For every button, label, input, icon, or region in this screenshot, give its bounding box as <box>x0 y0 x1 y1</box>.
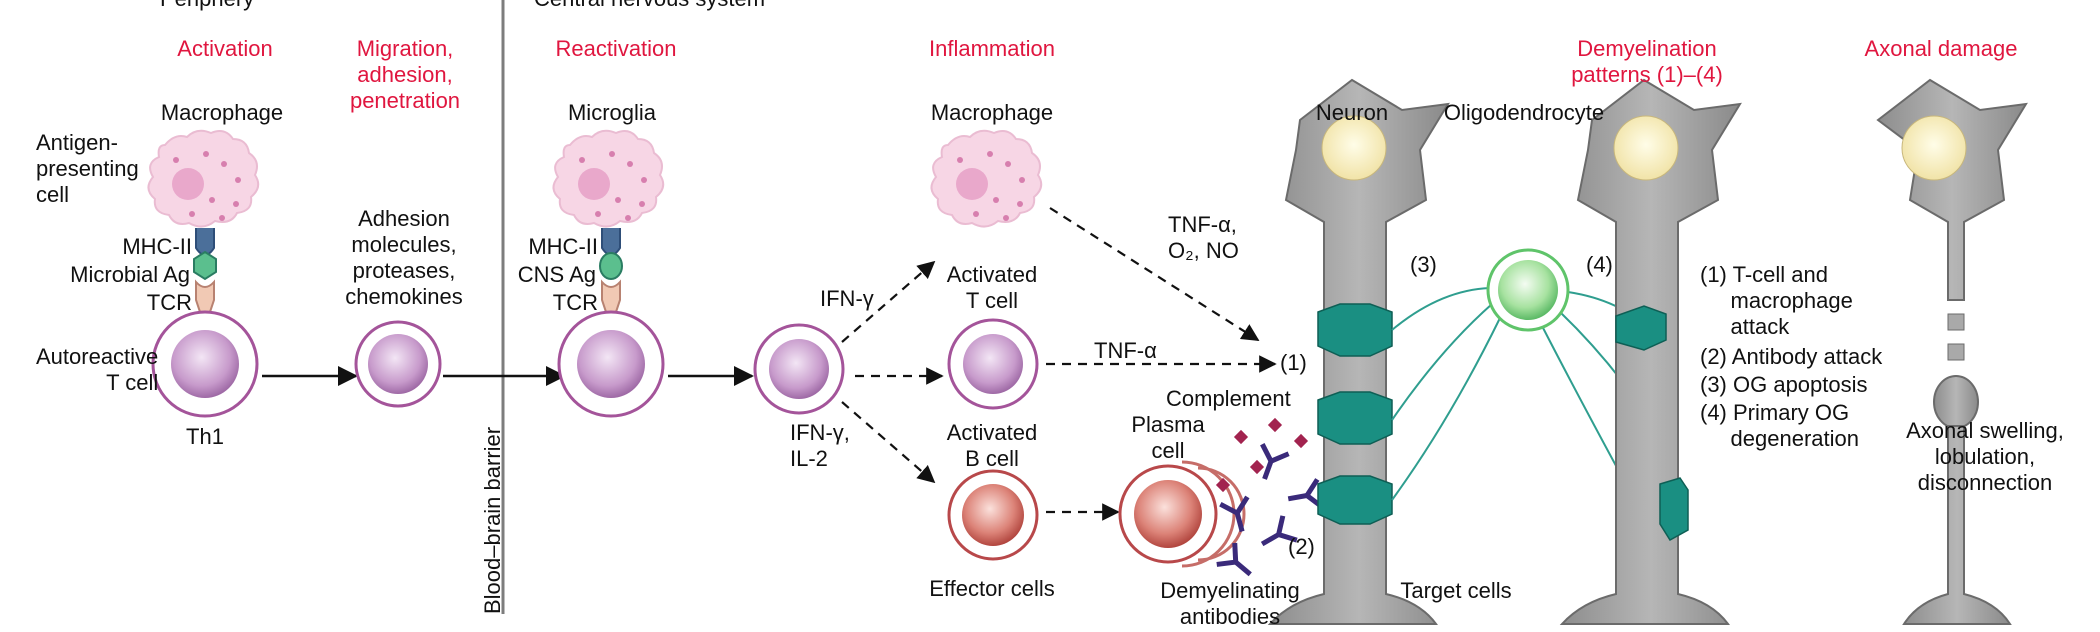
label-autoreactive: Autoreactive T cell <box>36 344 159 395</box>
label-mhc-right: MHC-II <box>528 234 598 259</box>
label-oligodendrocyte: Oligodendrocyte <box>1443 100 1605 125</box>
t-cell-nucleus <box>171 330 239 398</box>
label-apc: Antigen- presenting cell <box>36 130 139 207</box>
label-adhesion: Adhesion molecules, proteases, chemokine… <box>345 206 463 309</box>
tcr-right <box>601 279 621 313</box>
neuron-3 <box>1876 78 2028 625</box>
label-mark-3: (3) <box>1410 252 1437 277</box>
stage-axonal-damage: Axonal damage <box>1864 36 2018 61</box>
label-th1: Th1 <box>186 424 224 449</box>
region-cns: Central nervous system <box>534 0 765 12</box>
microbial-antigen-hex <box>193 250 217 281</box>
label-mhc-left: MHC-II <box>122 234 192 259</box>
macrophage-mid-shape <box>930 129 1043 228</box>
legend-item-4: (4) Primary OG degeneration <box>1700 400 1860 451</box>
complement-molecules <box>1215 417 1309 493</box>
label-mark-1: (1) <box>1280 350 1307 375</box>
tcr-left <box>195 279 215 313</box>
neuron-2 <box>1559 78 1742 625</box>
legend-item-1: (1) T-cell and macrophage attack <box>1700 262 1853 339</box>
label-ifn-il2: IFN-γ, IL-2 <box>790 420 850 471</box>
label-tnf-o2-no: TNF-α, O₂, NO <box>1168 212 1239 263</box>
activated-b-nucleus <box>962 484 1024 546</box>
label-tnf-a: TNF-α <box>1094 338 1157 363</box>
oligodendrocyte-nucleus <box>1498 260 1558 320</box>
label-macrophage-left: Macrophage <box>160 100 284 125</box>
cns-antigen <box>599 252 623 280</box>
stage-activation: Activation <box>177 36 273 61</box>
reactivated-t-nucleus <box>577 330 645 398</box>
label-neuron: Neuron <box>1315 100 1389 125</box>
label-microglia: Microglia <box>567 100 657 125</box>
region-periphery: Periphery <box>160 0 254 12</box>
legend-item-3: (3) OG apoptosis <box>1700 372 1868 397</box>
label-demyelinating-antibodies: Demyelinating antibodies <box>1160 578 1300 629</box>
migrating-t-nucleus <box>368 334 428 394</box>
label-bbb: Blood–brain barrier <box>480 426 505 614</box>
label-cns-ag: CNS Ag <box>517 262 596 287</box>
label-microbial-ag: Microbial Ag <box>70 262 190 287</box>
label-macrophage-mid: Macrophage <box>930 100 1054 125</box>
myelin-segments-2 <box>1615 305 1689 542</box>
macrophage-apc-shape <box>147 129 260 228</box>
label-plasma: Plasma cell <box>1131 412 1205 463</box>
label-ifn-g: IFN-γ <box>820 286 874 311</box>
label-complement: Complement <box>1166 386 1291 411</box>
arrow-to-activated-b <box>841 401 936 484</box>
label-target-cells: Target cells <box>1400 578 1512 603</box>
label-mark-4: (4) <box>1586 252 1613 277</box>
microglia-shape <box>552 129 665 228</box>
label-effector: Effector cells <box>929 576 1055 601</box>
label-tcr-left: TCR <box>146 290 192 315</box>
label-axonal-swelling: Axonal swelling, lobulation, disconnecti… <box>1906 418 2064 495</box>
stage-migration: Migration, adhesion, penetration <box>349 36 461 113</box>
stage-demyelination: Demyelination patterns (1)–(4) <box>1571 36 1723 87</box>
mhc-receptor-right <box>601 228 621 256</box>
label-activated-t: Activated T cell <box>946 262 1038 313</box>
plasma-cell <box>1118 460 1246 568</box>
stage-reactivation: Reactivation <box>555 36 677 61</box>
label-mark-2: (2) <box>1288 534 1315 559</box>
stage-inflammation: Inflammation <box>929 36 1055 61</box>
label-activated-b: Activated B cell <box>946 420 1038 471</box>
legend-item-2: (2) Antibody attack <box>1700 344 1883 369</box>
label-tcr-right: TCR <box>552 290 598 315</box>
activated-t-nucleus <box>963 334 1023 394</box>
branching-t-nucleus <box>769 339 829 399</box>
arrow-to-macrophage <box>841 260 936 343</box>
myelin-segments-1 <box>1317 303 1393 525</box>
